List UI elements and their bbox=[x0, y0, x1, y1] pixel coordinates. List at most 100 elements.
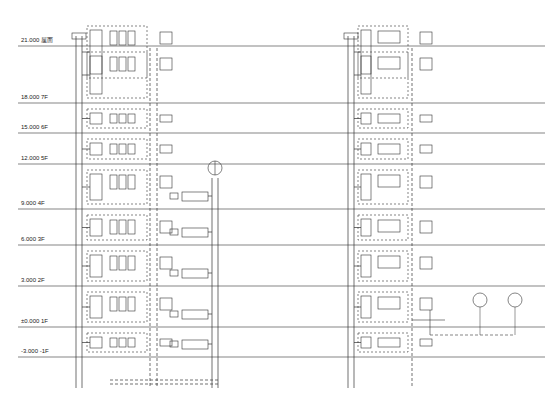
distribution-zone bbox=[358, 251, 408, 281]
feeder-line bbox=[82, 187, 90, 188]
feeder-line bbox=[354, 227, 361, 228]
floor-elevation-label: 12.000 5F bbox=[20, 155, 49, 162]
distribution-box bbox=[90, 255, 102, 277]
callout-mark bbox=[215, 161, 216, 175]
feeder-line bbox=[82, 266, 90, 267]
breaker-group bbox=[128, 114, 135, 123]
riser-line bbox=[348, 36, 349, 388]
breaker-group bbox=[110, 144, 117, 154]
distribution-zone bbox=[358, 139, 408, 159]
breaker-group bbox=[128, 338, 135, 347]
riser-line bbox=[82, 36, 83, 388]
meter-box bbox=[420, 176, 432, 188]
riser-line bbox=[212, 178, 213, 388]
breaker-group bbox=[119, 175, 126, 189]
breaker-group bbox=[378, 338, 400, 347]
feeder-line bbox=[82, 118, 90, 119]
breaker-group bbox=[110, 338, 117, 347]
equipment-box bbox=[182, 269, 208, 278]
meter-box bbox=[420, 115, 432, 122]
distribution-box bbox=[361, 113, 371, 124]
floor-line bbox=[18, 103, 545, 104]
breaker-group bbox=[378, 114, 400, 123]
callout-circle bbox=[473, 293, 487, 307]
distribution-zone bbox=[87, 109, 147, 128]
distribution-box bbox=[361, 255, 371, 277]
breaker-group bbox=[378, 57, 400, 69]
floor-elevation-label: 9.000 4F bbox=[20, 200, 46, 207]
feeder-line bbox=[208, 232, 212, 233]
bus-line bbox=[110, 384, 218, 385]
riser-top-box bbox=[344, 33, 358, 39]
breaker-group bbox=[378, 175, 400, 187]
riser-line bbox=[412, 48, 413, 388]
distribution-box bbox=[361, 56, 371, 94]
equipment-tag bbox=[170, 270, 178, 276]
breaker-group bbox=[119, 297, 126, 311]
breaker-group bbox=[119, 114, 126, 123]
callout-circle bbox=[508, 293, 522, 307]
riser-line bbox=[218, 178, 219, 388]
distribution-zone bbox=[87, 251, 147, 281]
distribution-box bbox=[90, 174, 102, 200]
equipment-box bbox=[182, 340, 208, 349]
distribution-zone bbox=[87, 52, 147, 98]
callout-circle bbox=[208, 161, 222, 175]
distribution-zone bbox=[87, 215, 147, 240]
floor-line bbox=[18, 286, 545, 287]
breaker-group bbox=[128, 220, 135, 234]
floor-elevation-label: 18.000 7F bbox=[20, 94, 49, 101]
feeder-line bbox=[208, 344, 212, 345]
floor-elevation-label: ±0.000 1F bbox=[20, 318, 49, 325]
meter-box bbox=[160, 176, 172, 188]
incoming-line bbox=[412, 320, 445, 321]
floor-line bbox=[18, 164, 545, 165]
breaker-group bbox=[110, 57, 117, 71]
riser-line bbox=[354, 36, 355, 388]
meter-box bbox=[420, 58, 432, 70]
breaker-group bbox=[119, 144, 126, 154]
distribution-box bbox=[361, 174, 371, 200]
distribution-box bbox=[90, 296, 102, 318]
riser-top-box bbox=[72, 33, 86, 39]
incoming-line bbox=[430, 310, 431, 335]
distribution-zone bbox=[87, 292, 147, 322]
distribution-zone bbox=[358, 170, 408, 204]
breaker-group bbox=[110, 175, 117, 189]
floor-elevation-label: 21.000 屋面 bbox=[20, 37, 54, 44]
feeder-line bbox=[82, 75, 90, 76]
feeder-line bbox=[82, 149, 90, 150]
meter-box bbox=[160, 32, 172, 44]
breaker-group bbox=[119, 220, 126, 234]
breaker-group bbox=[119, 256, 126, 270]
floor-elevation-label: 3.000 2F bbox=[20, 277, 46, 284]
feeder-line bbox=[208, 196, 212, 197]
floor-line bbox=[18, 209, 545, 210]
equipment-box bbox=[182, 192, 208, 201]
meter-box bbox=[160, 257, 172, 269]
distribution-box bbox=[361, 296, 371, 318]
distribution-zone bbox=[358, 52, 408, 98]
breaker-group bbox=[128, 297, 135, 311]
feeder-line bbox=[354, 149, 361, 150]
feeder-line bbox=[208, 273, 212, 274]
floor-line bbox=[18, 357, 545, 358]
floor-line bbox=[18, 133, 545, 134]
riser-line bbox=[157, 48, 158, 388]
meter-box bbox=[160, 115, 172, 122]
bus-line bbox=[110, 380, 218, 381]
distribution-zone bbox=[358, 109, 408, 128]
feeder-line bbox=[354, 342, 361, 343]
floor-elevation-label: 15.000 6F bbox=[20, 124, 49, 131]
floor-elevation-label: 6.000 3F bbox=[20, 236, 46, 243]
breaker-group bbox=[110, 297, 117, 311]
leader-line bbox=[480, 307, 481, 335]
breaker-group bbox=[128, 57, 135, 71]
equipment-tag bbox=[170, 229, 178, 235]
feeder-line bbox=[354, 118, 361, 119]
distribution-box bbox=[361, 143, 371, 155]
meter-box bbox=[160, 58, 172, 70]
equipment-tag bbox=[170, 311, 178, 317]
feeder-line bbox=[208, 314, 212, 315]
